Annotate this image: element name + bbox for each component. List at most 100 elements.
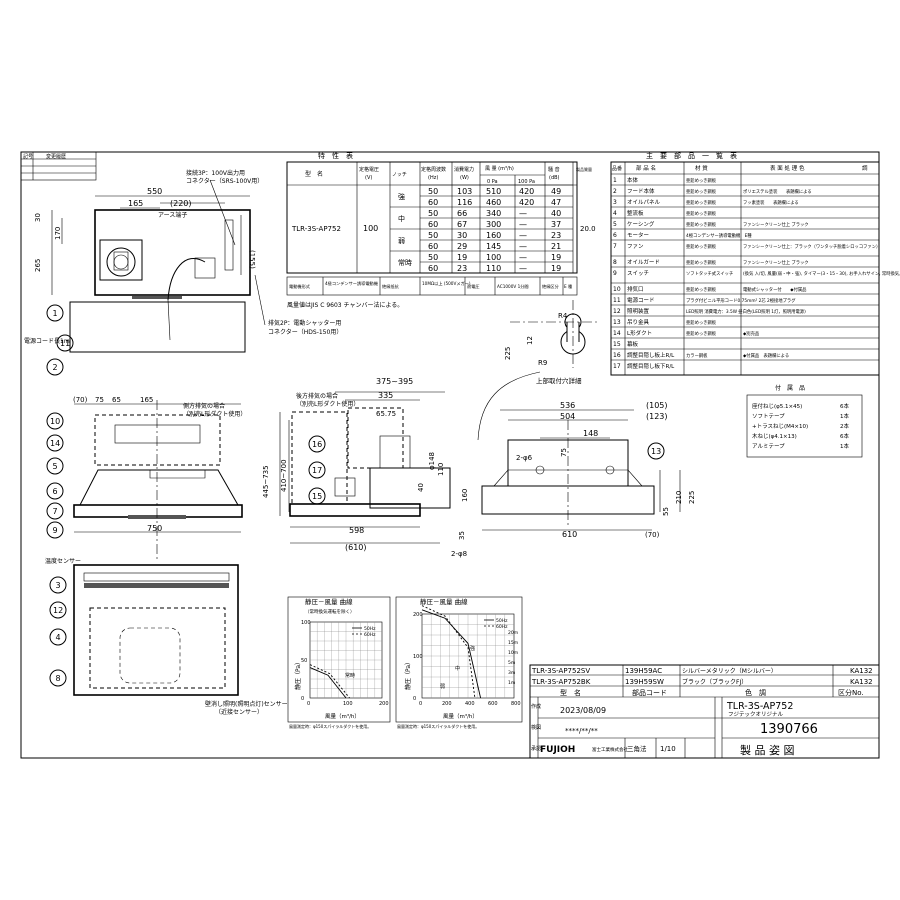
svg-text:品番: 品番 — [612, 165, 622, 172]
callout-number: 15 — [312, 492, 322, 501]
callout-circle — [49, 601, 67, 619]
callout-circle — [46, 457, 64, 475]
svg-text:温度センサー: 温度センサー — [45, 557, 81, 565]
svg-text:風量（m³/h）: 風量（m³/h） — [443, 713, 478, 720]
spec-db: 37 — [551, 220, 561, 229]
parts-table-title: 主 要 部 品 一 覧 表 — [646, 151, 737, 160]
parts-no: 14 — [613, 330, 621, 337]
svg-text:コネクター（SRS-100V用）: コネクター（SRS-100V用） — [186, 177, 263, 185]
svg-text:KA132: KA132 — [850, 667, 873, 675]
spec-pa0: 145 — [486, 242, 501, 251]
spec-pa100: 420 — [519, 187, 534, 196]
callout-circle — [308, 435, 326, 453]
parts-name: オイルパネル — [627, 199, 661, 206]
spec-w: 67 — [457, 220, 467, 229]
svg-text:（別売L形ダクト使用）: （別売L形ダクト使用） — [183, 410, 246, 418]
svg-text:40: 40 — [417, 483, 425, 492]
spec-pa100: — — [519, 264, 527, 273]
parts-no: 10 — [613, 286, 621, 293]
callout-circle — [46, 358, 64, 376]
parts-name: 照明装置 — [627, 307, 650, 315]
svg-text:65: 65 — [112, 396, 121, 404]
parts-no: 2 — [613, 188, 617, 195]
parts-name: 本体 — [627, 176, 639, 184]
parts-name: モーター — [627, 231, 649, 239]
spec-pa100: — — [519, 253, 527, 262]
spec-hz: 60 — [428, 198, 438, 207]
chart-series-line — [421, 609, 482, 699]
parts-no: 6 — [613, 232, 617, 239]
parts-no: 7 — [613, 243, 617, 250]
svg-text:区分No.: 区分No. — [838, 688, 864, 697]
spec-w: 29 — [457, 242, 467, 251]
spec-table-title: 特 性 表 — [318, 151, 353, 160]
chart-xtick: 200 — [442, 701, 452, 707]
parts-name: ケーシング — [627, 220, 655, 228]
svg-text:410~700: 410~700 — [280, 459, 288, 492]
svg-text:(123): (123) — [646, 412, 668, 421]
svg-text:ブラック（ブラックFJ）: ブラック（ブラックFJ） — [682, 678, 747, 686]
parts-finish: ポリエステル塗装 表題欄による — [743, 188, 812, 195]
accessory-name: +トラスねじ(M4×10) — [752, 423, 808, 430]
parts-material: LED照明 消費電力：3.5W 昼白色(LED照明 1灯，照明用電源) — [686, 308, 806, 315]
svg-text:504: 504 — [560, 412, 575, 421]
svg-text:ノッチ: ノッチ — [392, 172, 407, 178]
svg-text:170: 170 — [54, 227, 62, 240]
parts-table: 主 要 部 品 一 覧 表 品番 部 品 名 材 質 表 面 処 理 色 調 1… — [610, 151, 900, 376]
svg-text:後方排気の場合: 後方排気の場合 — [296, 392, 338, 400]
spec-notch: 中 — [398, 214, 405, 223]
sheet-border — [20, 151, 880, 759]
svg-text:材 質: 材 質 — [695, 164, 708, 172]
svg-text:536: 536 — [560, 401, 575, 410]
svg-text:表 面 処 理 色: 表 面 処 理 色 — [770, 164, 805, 172]
spec-db: 23 — [551, 231, 561, 240]
drawing-number: 1390766 — [760, 722, 818, 737]
spec-notch: 弱 — [398, 237, 405, 245]
parts-no: 17 — [613, 363, 621, 370]
svg-text:2-φ6: 2-φ6 — [516, 454, 533, 462]
svg-text:TLR-3S-AP752BK: TLR-3S-AP752BK — [531, 678, 591, 686]
svg-text:(V): (V) — [365, 175, 372, 181]
svg-text:55: 55 — [662, 507, 670, 516]
chart-series-line — [309, 667, 347, 699]
parts-material: 亜鉛めっき鋼板 — [686, 199, 717, 206]
svg-text:（別売L形ダクト使用）: （別売L形ダクト使用） — [296, 400, 359, 408]
svg-text:側方排気の場合: 側方排気の場合 — [183, 402, 225, 410]
callout-circle — [46, 434, 64, 452]
svg-text:風 量 (m³/h): 風 量 (m³/h) — [485, 165, 514, 172]
spec-model: TLR-3S-AP752 — [291, 225, 341, 233]
right-view: 536 504 (105) (123) 148 75 2-φ6 610 (70)… — [481, 401, 696, 539]
parts-no: 8 — [613, 259, 617, 266]
svg-text:（近接センサー）: （近接センサー） — [215, 708, 263, 716]
svg-text:35: 35 — [458, 531, 466, 540]
callout-number: 9 — [53, 526, 58, 535]
spec-pa100: — — [519, 231, 527, 240]
spec-notch: 常時 — [398, 258, 412, 267]
svg-text:(dB): (dB) — [549, 175, 560, 181]
spec-pa0: 340 — [486, 209, 501, 218]
spec-hz: 50 — [428, 253, 438, 262]
svg-text:(155): (155) — [248, 250, 256, 269]
parts-no: 9 — [613, 270, 617, 277]
spec-pa0: 460 — [486, 198, 501, 207]
parts-material: 亜鉛めっき鋼板 — [686, 188, 717, 195]
duct-length-label: 10m — [508, 650, 518, 656]
chart-ytick: 100 — [413, 654, 423, 660]
callout-circle — [46, 482, 64, 500]
svg-text:静圧（Pa）: 静圧（Pa） — [404, 659, 412, 690]
spec-pa100: — — [519, 209, 527, 218]
parts-finish: ファンシークリーン仕上 ブラック — [743, 259, 809, 266]
parts-name: 調整目隠し板上R/L — [627, 351, 675, 359]
svg-text:375~395: 375~395 — [376, 377, 413, 386]
svg-text:****/**/**: ****/**/** — [565, 727, 598, 735]
svg-text:4極コンデンサー誘導電動機: 4極コンデンサー誘導電動機 — [325, 280, 379, 287]
parts-no: 12 — [613, 308, 621, 315]
svg-text:作成: 作成 — [531, 703, 541, 710]
callout-circle — [49, 576, 67, 594]
svg-text:139H59SW: 139H59SW — [625, 678, 664, 686]
svg-text:アース端子: アース端子 — [158, 211, 187, 219]
parts-no: 1 — [613, 177, 617, 184]
title-block: TLR-3S-AP752SV 139H59AC シルバーメタリック（Mシルバー）… — [529, 664, 880, 759]
